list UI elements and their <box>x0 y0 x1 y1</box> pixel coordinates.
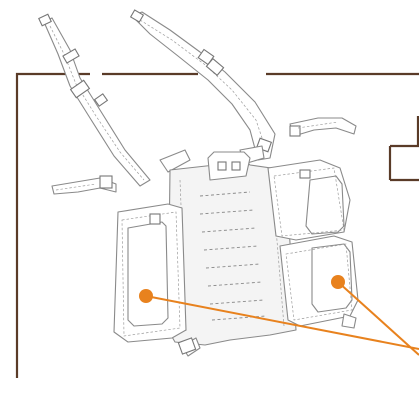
right-upper-pouch <box>267 159 351 241</box>
left-pouch <box>113 203 187 343</box>
callout-dot-left <box>139 289 153 303</box>
callout-pointer-left-pouch <box>139 289 419 350</box>
callout-leader-right <box>337 281 419 356</box>
callout-pointer-right-pouch <box>331 275 419 356</box>
callout-leader-left <box>145 295 419 350</box>
left-shoulder-strap <box>38 13 191 187</box>
left-side-strap <box>51 175 117 195</box>
right-lower-pouch <box>279 235 359 329</box>
right-shoulder-strap <box>129 9 276 165</box>
right-side-strap <box>289 117 357 137</box>
callout-dot-right <box>331 275 345 289</box>
